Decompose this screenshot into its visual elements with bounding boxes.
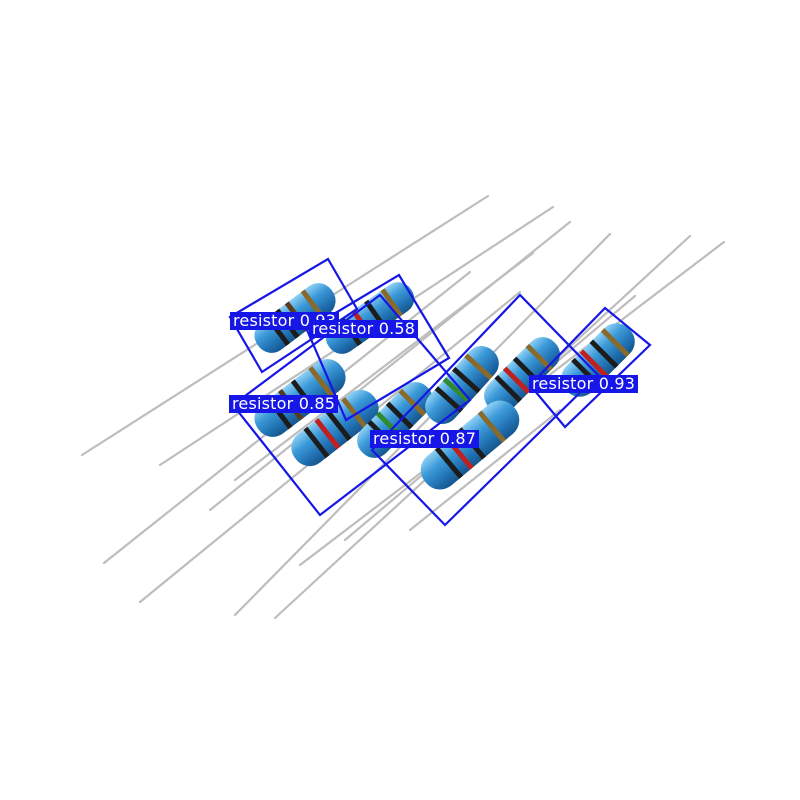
detection-label: resistor 0.85 bbox=[229, 395, 339, 413]
detection-box bbox=[305, 273, 451, 422]
detection-label: resistor 0.87 bbox=[370, 430, 480, 448]
detection-label: resistor 0.58 bbox=[309, 320, 419, 338]
detection-box bbox=[228, 257, 359, 374]
detection-label: resistor 0.93 bbox=[529, 375, 639, 393]
detection-box bbox=[528, 306, 652, 429]
